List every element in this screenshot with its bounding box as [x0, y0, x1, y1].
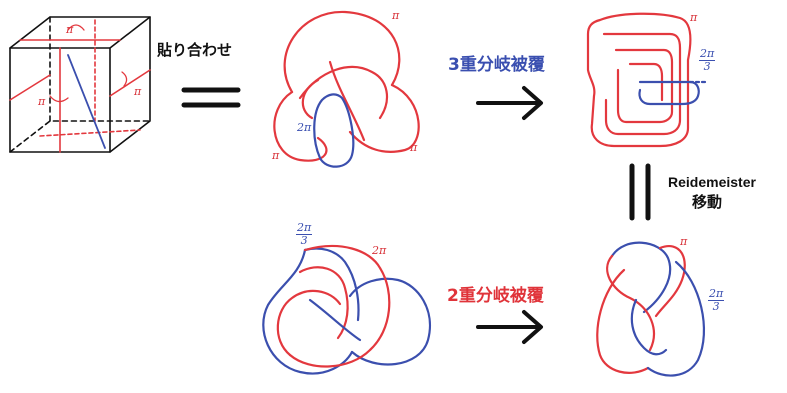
cube-red-line-bottom-dashed — [39, 129, 141, 137]
double-source-blue-outer — [262, 248, 354, 375]
triple-cover-red-strand — [628, 62, 664, 102]
double-source-blue-cross — [308, 298, 362, 342]
double-cover-pi: π — [680, 235, 688, 248]
cube-pi-label-left: π — [38, 95, 46, 108]
double-cover-red-top — [606, 254, 655, 352]
reidemeister-label-line1: Reidemeister — [668, 174, 756, 190]
knot-original-blue-loop — [313, 93, 355, 168]
knot-original-red-loop-left — [273, 90, 328, 162]
gluing-label: 貼り合わせ — [157, 41, 233, 59]
triple-cover-pi: π — [690, 11, 698, 24]
knot-original-pi-left: π — [272, 149, 280, 162]
knot-original-red-inner-3 — [301, 78, 320, 120]
double-source-red-outer — [288, 244, 391, 368]
knot-original-2pi: 2π — [297, 121, 312, 134]
fraction-denominator: 3 — [703, 59, 711, 73]
fraction-denominator: 3 — [300, 233, 308, 247]
fraction-numerator: 2π — [708, 287, 725, 301]
cube-red-line-right — [109, 69, 151, 97]
double-source-blue-inner — [303, 247, 360, 322]
triple-cover-red-mid — [602, 32, 682, 136]
cube-rotation-arrow-top — [67, 24, 85, 31]
double-source-red-inner — [298, 266, 349, 340]
cube-top-right-edge — [109, 16, 151, 49]
triple-cover-red-inner — [614, 48, 674, 124]
cube-rotation-arrow-right — [121, 71, 128, 87]
double-source-red-left — [276, 289, 342, 357]
triple-cover-2pi-over-3: 2π 3 — [699, 47, 716, 73]
fraction-denominator: 3 — [712, 299, 720, 313]
double-cover-label: 2重分岐被覆 — [447, 286, 544, 306]
double-cover-blue-top — [610, 241, 672, 314]
double-cover-blue-inner — [630, 298, 668, 356]
cube-rotation-arrow-left — [49, 95, 69, 103]
double-source-blue-right — [348, 277, 431, 366]
fraction-numerator: 2π — [296, 221, 313, 235]
cube-pi-label-right: π — [134, 85, 142, 98]
double-cover-2pi-over-3: 2π 3 — [708, 287, 725, 313]
double-source-2pi-over-3: 2π 3 — [296, 221, 313, 247]
double-source-2pi-red: 2π — [372, 244, 387, 257]
triple-cover-blue-loop — [638, 80, 700, 106]
triple-cover-red-outer — [586, 12, 692, 148]
cube-red-line-mid — [9, 74, 51, 101]
reidemeister-label-line2: 移動 — [692, 193, 723, 211]
double-cover-red-right — [654, 245, 686, 318]
knot-original-pi-top: π — [392, 9, 400, 22]
knot-original-red-loop-right — [348, 83, 420, 153]
double-cover-blue-right — [646, 260, 706, 377]
knot-original-red-inner-2 — [328, 60, 366, 142]
cube-pi-label-top: π — [66, 23, 74, 36]
knot-original-pi-right: π — [410, 141, 418, 154]
fraction-numerator: 2π — [699, 47, 716, 61]
cube-blue-diagonal — [67, 54, 106, 149]
triple-cover-label: 3重分岐被覆 — [448, 55, 545, 75]
knot-original-red-loop-top — [283, 10, 401, 94]
double-cover-red-left — [596, 268, 650, 374]
